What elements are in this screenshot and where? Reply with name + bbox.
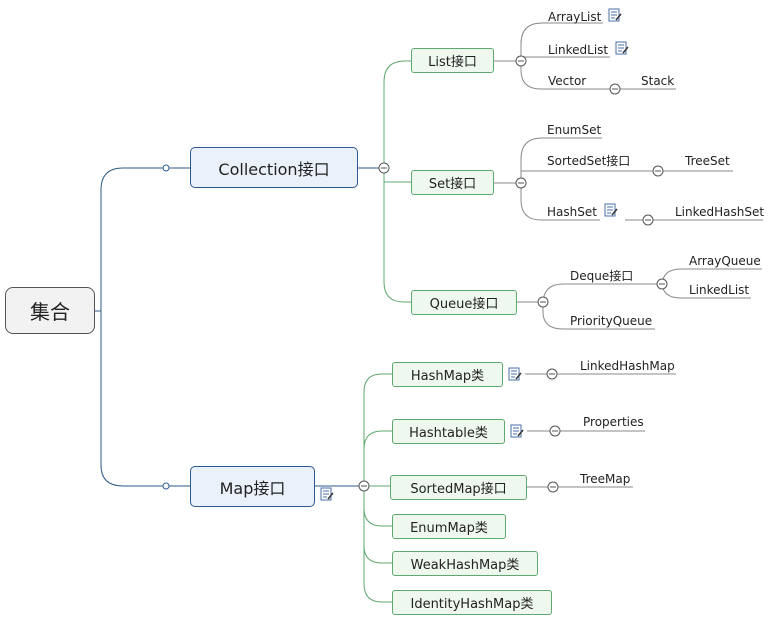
leaf-treeset[interactable]: TreeSet [685, 154, 730, 168]
leaf-enumset[interactable]: EnumSet [547, 123, 602, 137]
leaf-hashset[interactable]: HashSet [547, 205, 597, 219]
hashmap-topic[interactable]: HashMap类 [392, 362, 503, 387]
set-topic[interactable]: Set接口 [411, 170, 494, 195]
leaf-properties[interactable]: Properties [583, 415, 644, 429]
hashtable-label: Hashtable类 [409, 426, 488, 441]
weakhashmap-label: WeakHashMap类 [410, 558, 520, 573]
note-icon[interactable] [604, 203, 618, 217]
identityhashmap-topic[interactable]: IdentityHashMap类 [392, 590, 552, 615]
note-icon[interactable] [320, 487, 334, 501]
leaf-arrayqueue[interactable]: ArrayQueue [689, 254, 761, 268]
list-topic[interactable]: List接口 [411, 48, 494, 73]
sortedmap-topic[interactable]: SortedMap接口 [390, 475, 527, 500]
leaf-sortedset[interactable]: SortedSet接口 [547, 154, 631, 168]
note-icon[interactable] [508, 367, 522, 381]
leaf-treemap[interactable]: TreeMap [580, 472, 631, 486]
root-label: 集合 [30, 300, 70, 324]
leaf-arraylist[interactable]: ArrayList [548, 10, 602, 24]
map-topic[interactable]: Map接口 [190, 466, 315, 507]
leaf-stack[interactable]: Stack [641, 74, 675, 88]
leaf-vector[interactable]: Vector [548, 74, 587, 88]
queue-label: Queue接口 [429, 297, 499, 312]
leaf-linkedhashset[interactable]: LinkedHashSet [675, 205, 765, 219]
hashmap-label: HashMap类 [410, 369, 485, 384]
queue-topic[interactable]: Queue接口 [411, 290, 517, 315]
note-icon[interactable] [510, 424, 524, 438]
collection-label: Collection接口 [218, 159, 330, 179]
list-label: List接口 [428, 55, 477, 70]
identityhashmap-label: IdentityHashMap类 [410, 597, 534, 612]
set-label: Set接口 [428, 177, 477, 192]
enummap-label: EnumMap类 [410, 521, 488, 536]
note-icon[interactable] [615, 41, 629, 55]
note-icon[interactable] [608, 8, 622, 22]
map-label: Map接口 [219, 478, 286, 498]
leaf-priorityqueue[interactable]: PriorityQueue [570, 314, 653, 328]
leaf-deque[interactable]: Deque接口 [570, 269, 634, 283]
weakhashmap-topic[interactable]: WeakHashMap类 [392, 551, 538, 576]
enummap-topic[interactable]: EnumMap类 [392, 514, 506, 539]
leaf-linkedlist[interactable]: LinkedList [548, 43, 609, 57]
leaf-linkedhashmap[interactable]: LinkedHashMap [580, 359, 675, 373]
hashtable-topic[interactable]: Hashtable类 [392, 419, 505, 444]
leaf-linkedlist-deque[interactable]: LinkedList [689, 283, 750, 297]
sortedmap-label: SortedMap接口 [410, 482, 507, 497]
collection-topic[interactable]: Collection接口 [190, 147, 358, 188]
root-topic[interactable]: 集合 [5, 287, 95, 334]
